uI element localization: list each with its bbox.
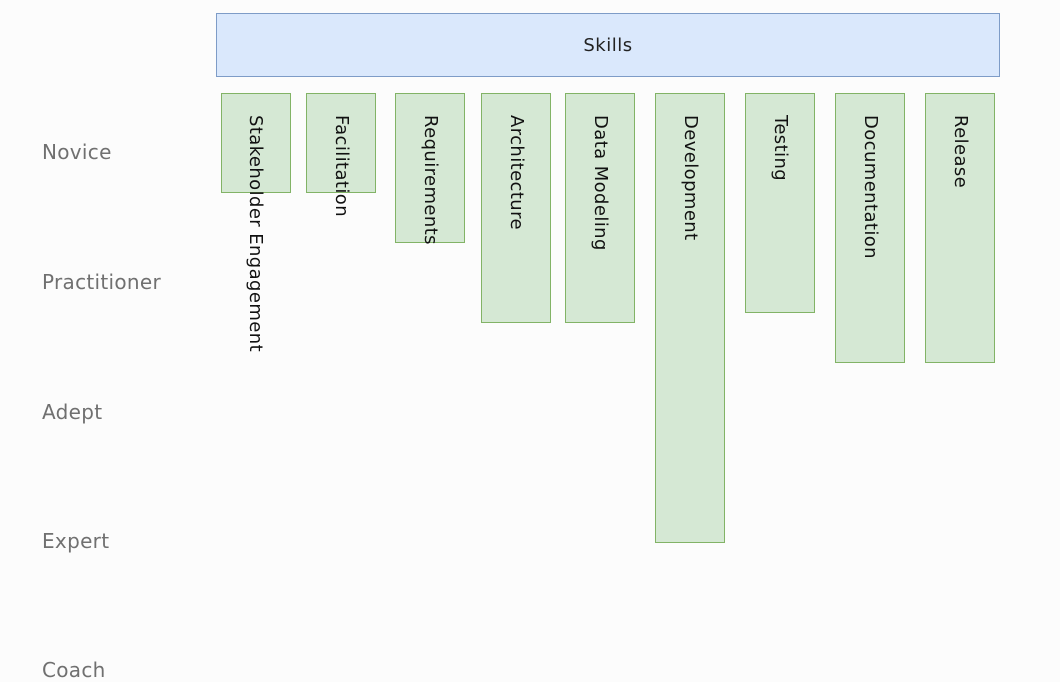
skill-bar-development bbox=[655, 93, 725, 543]
skill-bar-testing bbox=[745, 93, 815, 313]
skill-label-release: Release bbox=[950, 115, 971, 189]
level-label-adept: Adept bbox=[42, 400, 103, 424]
skill-label-testing: Testing bbox=[770, 115, 791, 182]
skill-label-architecture: Architecture bbox=[506, 115, 527, 230]
level-label-expert: Expert bbox=[42, 529, 110, 553]
skill-bar-requirements bbox=[395, 93, 465, 243]
skill-label-documentation: Documentation bbox=[860, 115, 881, 259]
skill-bar-data-modeling bbox=[565, 93, 635, 323]
skill-label-facilitation: Facilitation bbox=[331, 115, 352, 217]
skill-bar-architecture bbox=[481, 93, 551, 323]
skill-bar-documentation bbox=[835, 93, 905, 363]
skill-label-data-modeling: Data Modeling bbox=[590, 115, 611, 251]
skill-label-stakeholder-engagement: Stakeholder Engagement bbox=[245, 115, 266, 353]
skill-label-requirements: Requirements bbox=[420, 115, 441, 245]
skill-bar-facilitation bbox=[306, 93, 376, 193]
skills-header: Skills bbox=[216, 13, 1000, 77]
level-label-coach: Coach bbox=[42, 658, 106, 682]
skill-bar-stakeholder-engagement bbox=[221, 93, 291, 193]
level-label-practitioner: Practitioner bbox=[42, 270, 162, 294]
level-label-novice: Novice bbox=[42, 140, 112, 164]
skill-bar-release bbox=[925, 93, 995, 363]
skill-label-development: Development bbox=[680, 115, 701, 241]
